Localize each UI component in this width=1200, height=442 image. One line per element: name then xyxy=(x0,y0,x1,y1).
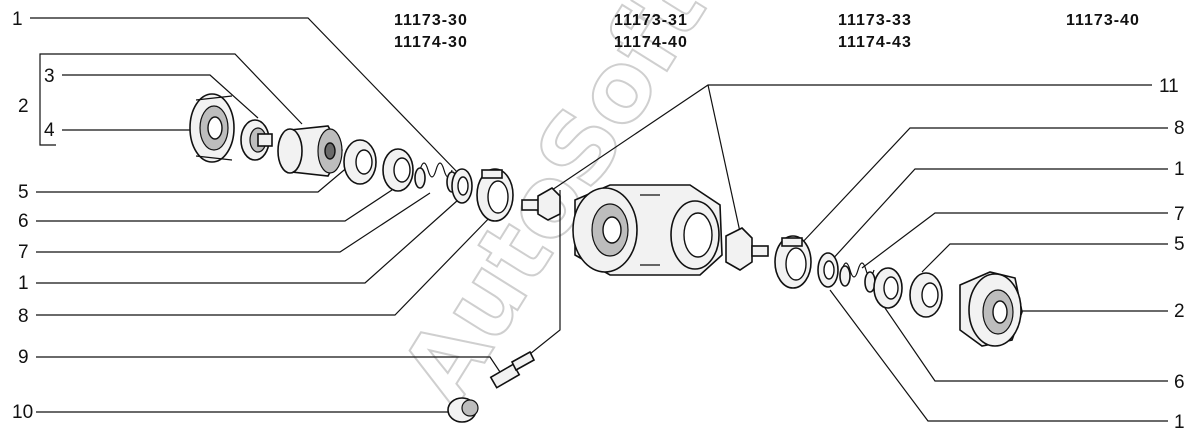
part-5-seal xyxy=(343,139,377,185)
part-piston xyxy=(277,125,343,177)
code-col3-line1: 11173-33 xyxy=(838,12,912,29)
bracket-group-2 xyxy=(39,53,56,146)
part-5-seal-right xyxy=(909,272,943,318)
part-9-bleeder xyxy=(489,350,536,389)
callout-left-5: 5 xyxy=(18,182,29,203)
part-bolt-left xyxy=(521,187,561,221)
part-11-bolt-right xyxy=(725,227,769,271)
part-4-boot xyxy=(189,93,235,163)
part-7-spring-right xyxy=(839,262,876,293)
callout-left-1-bottom: 1 xyxy=(18,273,29,294)
callout-left-10: 10 xyxy=(12,402,33,423)
part-6-ring-right xyxy=(873,267,903,309)
callout-left-3: 3 xyxy=(44,66,55,87)
callout-left-4: 4 xyxy=(44,120,55,141)
code-col2-line1: 11173-31 xyxy=(614,12,688,29)
callout-right-2: 2 xyxy=(1174,301,1185,322)
callout-right-1-bottom: 1 xyxy=(1174,412,1185,433)
code-col1-line1: 11173-30 xyxy=(394,12,468,29)
callout-left-2: 2 xyxy=(18,96,29,117)
callout-left-8: 8 xyxy=(18,306,29,327)
code-col1-line2: 11174-30 xyxy=(394,34,468,51)
callout-left-6: 6 xyxy=(18,211,29,232)
part-8-ring-left xyxy=(476,168,514,222)
callout-right-5: 5 xyxy=(1174,234,1185,255)
part-3-piston-screw xyxy=(240,119,273,161)
part-6-ring xyxy=(382,148,414,192)
part-8-ring-right xyxy=(774,235,812,289)
right-leader-lines xyxy=(509,84,1168,422)
callout-left-9: 9 xyxy=(18,347,29,368)
callout-left-7: 7 xyxy=(18,242,29,263)
part-7-spring xyxy=(414,162,458,193)
part-1-washer-left xyxy=(451,168,473,204)
callout-right-11: 11 xyxy=(1159,76,1179,97)
callout-right-6: 6 xyxy=(1174,372,1185,393)
left-leader-lines xyxy=(30,17,501,413)
part-2-boot-right xyxy=(959,271,1023,347)
callout-right-7: 7 xyxy=(1174,204,1185,225)
callout-right-1-top: 1 xyxy=(1174,159,1185,180)
code-col3-line2: 11174-43 xyxy=(838,34,912,51)
callout-left-1-top: 1 xyxy=(12,9,23,30)
part-cylinder-body xyxy=(572,184,723,276)
callout-right-8: 8 xyxy=(1174,118,1185,139)
code-col4-line1: 11173-40 xyxy=(1066,12,1140,29)
part-10-cap xyxy=(447,397,479,423)
part-1-washer-right xyxy=(817,252,839,288)
code-col2-line2: 11174-40 xyxy=(614,34,688,51)
